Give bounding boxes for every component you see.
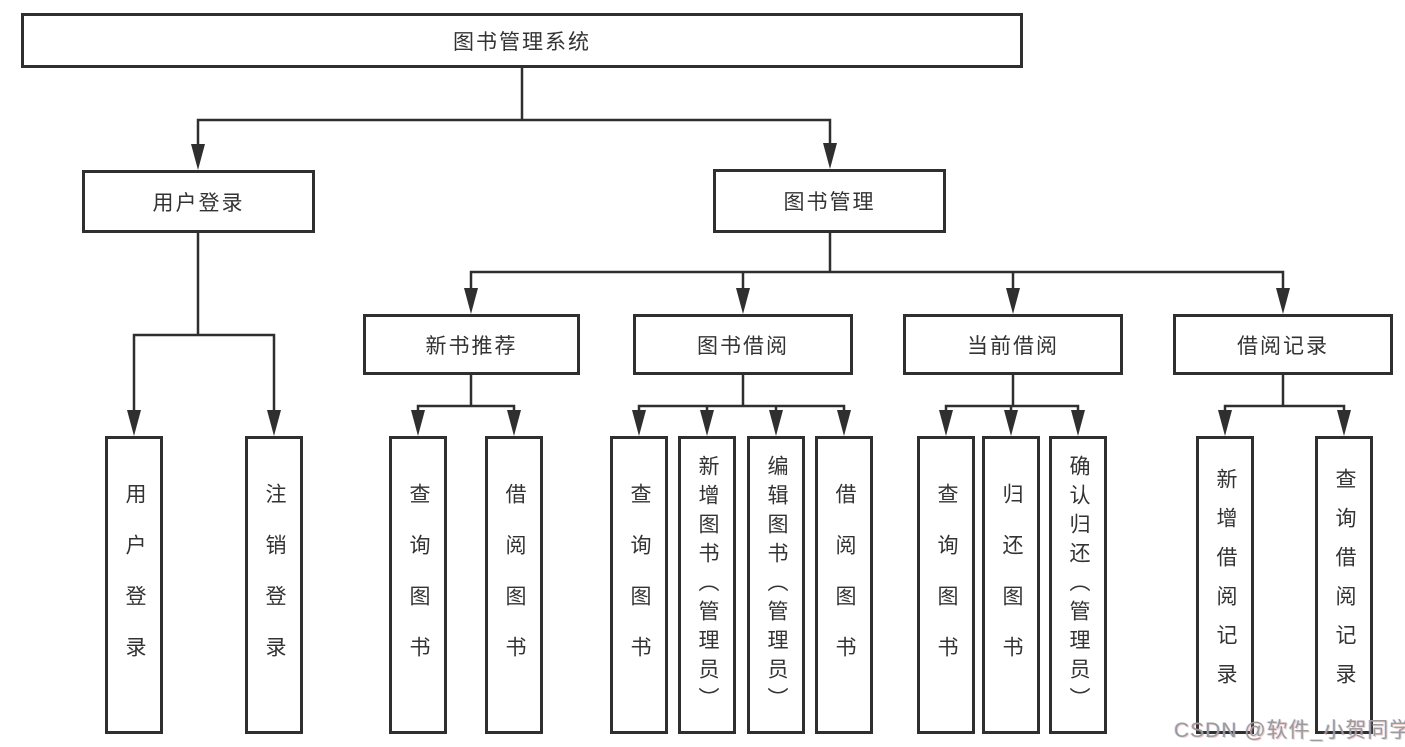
leaf-label: 新增图书（管理员） (696, 454, 719, 716)
leaf-borrow-books: 借阅图书 (815, 436, 873, 734)
leaf-label: 归还图书 (1000, 483, 1023, 687)
node-label: 图书借阅 (697, 334, 789, 358)
arrowheads (127, 143, 1351, 436)
leaf-label: 注销登录 (263, 483, 286, 687)
leaf-query-books-borrowing: 查询图书 (610, 436, 668, 734)
leaf-confirm-return-admin: 确认归还（管理员） (1049, 436, 1107, 734)
node-user-login: 用户登录 (82, 170, 315, 233)
node-current-borrowing: 当前借阅 (903, 314, 1123, 375)
leaf-add-books-admin: 新增图书（管理员） (678, 436, 736, 734)
leaf-user-login: 用户登录 (105, 436, 163, 734)
leaf-label: 查询图书 (407, 483, 430, 687)
leaf-label: 查询图书 (935, 483, 958, 687)
node-label: 图书管理 (783, 191, 876, 214)
node-library-management-system: 图书管理系统 (21, 13, 1023, 68)
leaf-label: 确认归还（管理员） (1067, 454, 1090, 716)
leaf-label: 借阅图书 (833, 483, 856, 687)
leaf-label: 查询借阅记录 (1333, 468, 1356, 702)
node-new-book-recommend: 新书推荐 (363, 314, 580, 375)
leaf-return-books: 归还图书 (982, 436, 1040, 734)
csdn-watermark: CSDN @软件_小贺同学 (1174, 719, 1405, 742)
leaf-label: 查询图书 (628, 483, 651, 687)
leaf-query-borrow-record: 查询借阅记录 (1315, 436, 1373, 734)
node-book-management: 图书管理 (713, 169, 946, 233)
leaf-add-borrow-record: 新增借阅记录 (1196, 436, 1254, 734)
node-label: 图书管理系统 (453, 30, 591, 54)
node-book-borrowing: 图书借阅 (633, 314, 853, 375)
leaf-query-books-recommend: 查询图书 (389, 436, 447, 734)
leaf-logout: 注销登录 (245, 436, 303, 734)
leaf-label: 新增借阅记录 (1214, 468, 1237, 702)
leaf-label: 用户登录 (123, 483, 146, 687)
node-label: 当前借阅 (967, 334, 1059, 358)
leaf-query-books-current: 查询图书 (917, 436, 975, 734)
node-label: 新书推荐 (425, 334, 518, 358)
leaf-borrow-books-recommend: 借阅图书 (485, 436, 543, 734)
leaf-label: 借阅图书 (503, 483, 526, 687)
node-label: 借阅记录 (1237, 334, 1329, 358)
leaf-label: 编辑图书（管理员） (765, 454, 788, 716)
leaf-edit-books-admin: 编辑图书（管理员） (747, 436, 805, 734)
node-label: 用户登录 (152, 191, 245, 215)
node-borrowing-records: 借阅记录 (1173, 314, 1393, 375)
